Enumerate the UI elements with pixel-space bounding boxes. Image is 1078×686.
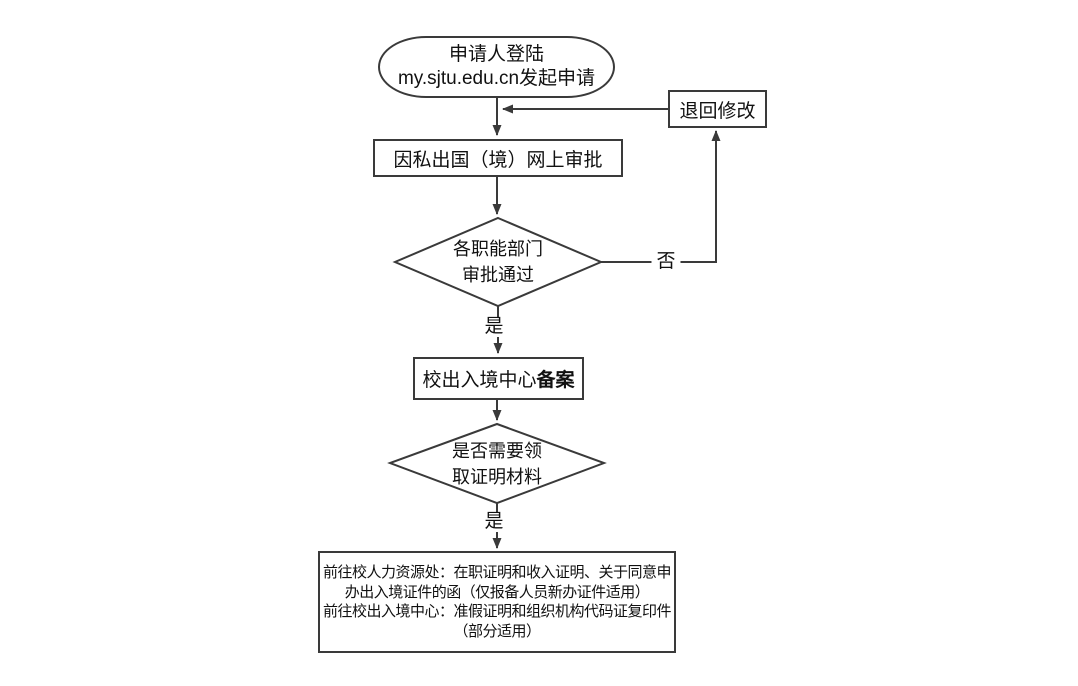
node-pickup-note: 前往校人力资源处：在职证明和收入证明、关于同意申 办出入境证件的函（仅报备人员新… [318, 551, 676, 653]
arrow-no-branch [601, 130, 721, 263]
node-return-modify: 退回修改 [668, 90, 767, 128]
decision-diamond-materials [387, 422, 607, 505]
node-dept-decision: 各职能部门 审批通过 [398, 220, 598, 304]
edge-label-yes-dept: 是 [479, 317, 509, 337]
materials-decision-line2: 取证明材料 [452, 467, 542, 487]
node-start: 申请人登陆 my.sjtu.edu.cn发起申请 [378, 36, 615, 98]
node-online-approval: 因私出国（境）网上审批 [373, 139, 623, 177]
dept-decision-line1: 各职能部门 [453, 239, 543, 259]
node-materials-decision: 是否需要领 取证明材料 [392, 425, 602, 503]
pickup-note-line2: 办出入境证件的函（仅报备人员新办证件适用） [344, 583, 650, 601]
pickup-note-line1: 前往校人力资源处：在职证明和收入证明、关于同意申 [322, 564, 672, 581]
filing-label-emphasis: 备案 [536, 370, 575, 391]
materials-decision-line1: 是否需要领 [452, 441, 542, 461]
pickup-note-line3: 前往校出入境中心：准假证明和组织机构代码证复印件 [322, 603, 672, 620]
edge-label-yes-materials: 是 [479, 512, 509, 532]
filing-label-prefix: 校出入境中心 [422, 370, 537, 391]
online-approval-label: 因私出国（境）网上审批 [393, 149, 603, 171]
node-filing: 校出入境中心备案 [413, 357, 584, 400]
return-modify-label: 退回修改 [679, 100, 756, 122]
start-line2: my.sjtu.edu.cn发起申请 [397, 68, 596, 89]
decision-diamond-dept [392, 216, 604, 308]
pickup-note-line4: （部分适用） [453, 622, 541, 640]
dept-decision-line2: 审批通过 [462, 265, 534, 285]
edge-label-no: 否 [651, 252, 681, 272]
start-line1: 申请人登陆 [448, 44, 544, 65]
